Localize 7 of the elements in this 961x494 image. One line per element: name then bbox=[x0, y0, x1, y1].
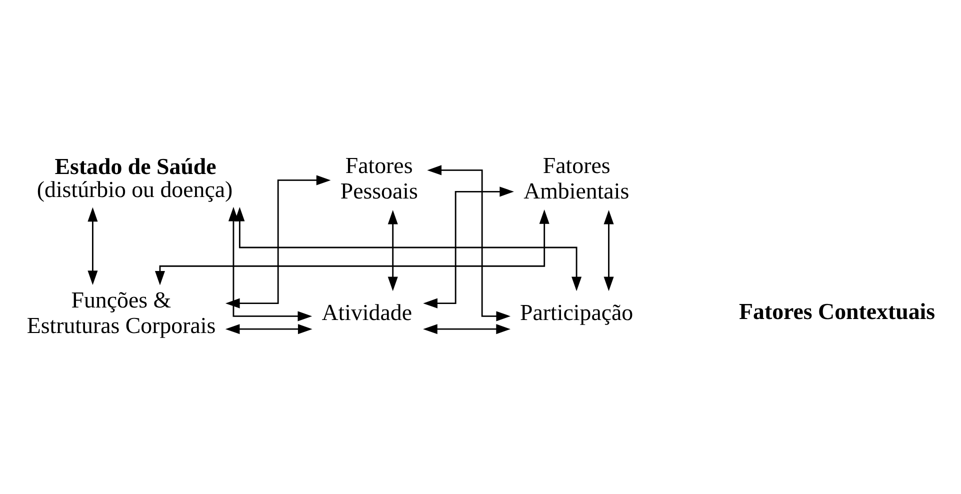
node-text: Fatores Ambientais bbox=[523, 152, 629, 204]
label: Fatores Contextuais bbox=[738, 298, 935, 324]
node-text: Fatores Pessoais bbox=[340, 152, 418, 204]
node-text: Funções & Estruturas Corporais bbox=[26, 286, 216, 338]
node-text: Participação bbox=[520, 300, 633, 325]
node-text: Estado de Saúde (distúrbio ou doença) bbox=[36, 154, 232, 202]
node-text: Atividade bbox=[321, 300, 412, 325]
